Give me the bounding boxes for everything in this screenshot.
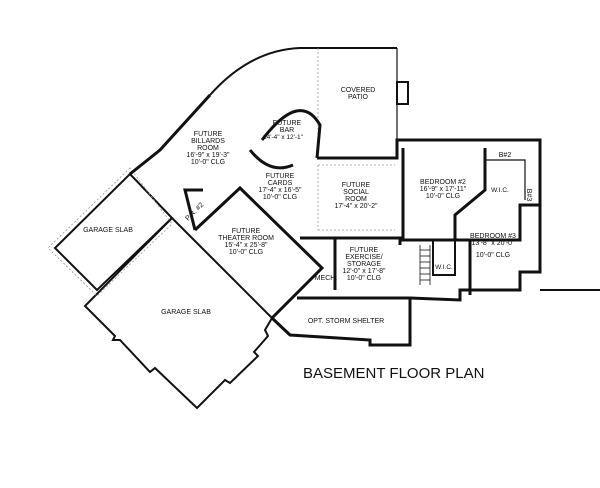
room-covered-patio: COVERED PATIO [341, 87, 376, 101]
room-social: FUTURE SOCIAL ROOM 17'-4" x 20'-2" [334, 182, 378, 210]
svg-text:12'-0" x 17'-8": 12'-0" x 17'-8" [342, 268, 386, 275]
svg-text:BEDROOM #2: BEDROOM #2 [420, 179, 466, 186]
svg-text:FUTURE: FUTURE [232, 228, 261, 235]
svg-text:FUTURE: FUTURE [266, 173, 295, 180]
garage-outline [47, 167, 173, 297]
svg-text:CARDS: CARDS [268, 180, 293, 187]
interior-wall [317, 138, 542, 302]
room-storm-shelter: OPT. STORM SHELTER [308, 318, 384, 325]
svg-text:10'-0" CLG: 10'-0" CLG [263, 194, 297, 201]
svg-text:FUTURE: FUTURE [273, 120, 302, 127]
svg-text:FUTURE: FUTURE [342, 182, 371, 189]
room-bedroom-2: BEDROOM #2 16'-9" x 17'-11" 10'-0" CLG [420, 179, 467, 200]
svg-text:STORAGE: STORAGE [347, 261, 381, 268]
room-bedroom-3: BEDROOM #3 13'-8" x 20'-0" 10'-0" CLG [470, 233, 516, 259]
plan-title: BASEMENT FLOOR PLAN [303, 365, 484, 382]
room-bar: FUTURE BAR 14'-4" x 12'-1" [263, 120, 304, 141]
billiards-wall [129, 93, 212, 176]
room-exercise: FUTURE EXERCISE/ STORAGE 12'-0" x 17'-8"… [342, 247, 386, 282]
svg-text:17'-4" x 16'-5": 17'-4" x 16'-5" [258, 187, 302, 194]
svg-text:10'-0" CLG: 10'-0" CLG [476, 252, 510, 259]
svg-text:THEATER ROOM: THEATER ROOM [218, 235, 274, 242]
room-garage-2: GARAGE SLAB [161, 309, 211, 316]
room-garage-1: GARAGE SLAB [83, 227, 133, 234]
svg-text:16'-9" x 17'-11": 16'-9" x 17'-11" [420, 186, 467, 193]
room-wic-1: W.I.C. [491, 187, 509, 194]
svg-text:10'-0" CLG: 10'-0" CLG [191, 159, 225, 166]
svg-text:10'-0" CLG: 10'-0" CLG [229, 249, 263, 256]
room-wic-2: W.I.C. [435, 264, 453, 271]
svg-text:17'-4" x 20'-2": 17'-4" x 20'-2" [334, 203, 378, 210]
svg-text:16'-9" x 19'-3": 16'-9" x 19'-3" [186, 152, 230, 159]
svg-text:ROOM: ROOM [197, 145, 219, 152]
wic-closet [432, 239, 456, 276]
svg-text:SOCIAL: SOCIAL [343, 189, 369, 196]
svg-text:BEDROOM #3: BEDROOM #3 [470, 233, 516, 240]
room-bath-3: B#3 [525, 189, 532, 202]
svg-text:15'-4" x 25'-8": 15'-4" x 25'-8" [224, 242, 268, 249]
garage-slab-1 [53, 172, 174, 292]
svg-text:10'-0" CLG: 10'-0" CLG [347, 275, 381, 282]
svg-text:COVERED: COVERED [341, 87, 376, 94]
room-theater: FUTURE THEATER ROOM 15'-4" x 25'-8" 10'-… [218, 228, 274, 256]
room-billiards: FUTURE BILLARDS ROOM 16'-9" x 19'-3" 10'… [186, 131, 230, 166]
svg-text:13'-8" x 20'-0": 13'-8" x 20'-0" [471, 240, 515, 247]
bar-counter [260, 109, 322, 159]
theater-wall [193, 185, 325, 320]
stairs [419, 245, 431, 285]
garage-slab-2 [83, 217, 274, 410]
svg-text:BILLARDS: BILLARDS [191, 138, 225, 145]
svg-text:FUTURE: FUTURE [194, 131, 223, 138]
room-cards: FUTURE CARDS 17'-4" x 16'-5" 10'-0" CLG [258, 173, 302, 201]
svg-text:EXERCISE/: EXERCISE/ [345, 254, 382, 261]
svg-text:ROOM: ROOM [345, 196, 367, 203]
svg-text:10'-0" CLG: 10'-0" CLG [426, 193, 460, 200]
bedroom-wall [401, 148, 472, 295]
svg-text:14'-4" x 12'-1": 14'-4" x 12'-1" [263, 134, 304, 141]
svg-text:BAR: BAR [280, 127, 294, 134]
svg-text:PATIO: PATIO [348, 94, 369, 101]
room-bath-2: B#2 [499, 152, 512, 159]
fireplace-icon [396, 81, 409, 105]
room-mech: MECH. [315, 275, 338, 282]
svg-text:FUTURE: FUTURE [350, 247, 379, 254]
curved-wall [209, 47, 397, 96]
